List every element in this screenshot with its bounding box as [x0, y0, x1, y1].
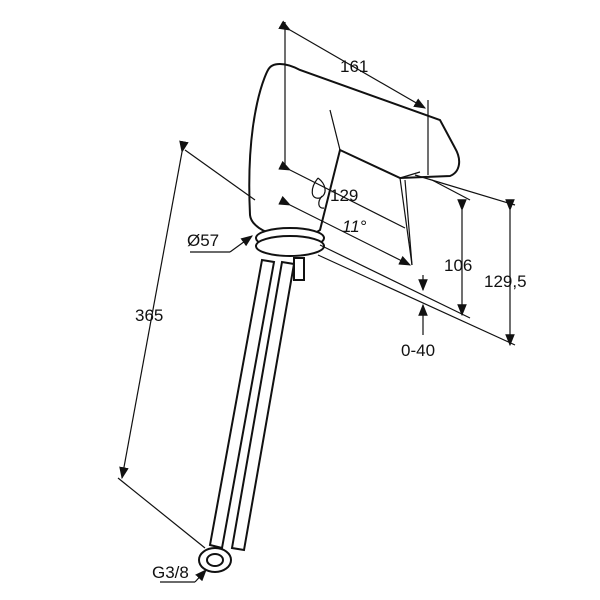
- dim-365-label: 365: [135, 306, 163, 325]
- dimension-lines: [117, 20, 516, 583]
- dim-161-label: 161: [340, 57, 368, 76]
- dim-129-label: 129: [330, 186, 358, 205]
- thread-g3-8-label: G3/8: [152, 563, 189, 582]
- supply-hoses: [198, 257, 305, 573]
- diameter-57-label: Ø57: [187, 231, 219, 250]
- angle-label: 11°: [342, 217, 367, 236]
- dim-129-5-label: 129,5: [484, 272, 527, 291]
- dim-106-label: 106: [444, 256, 472, 275]
- dim-0-40-label: 0-40: [401, 341, 435, 360]
